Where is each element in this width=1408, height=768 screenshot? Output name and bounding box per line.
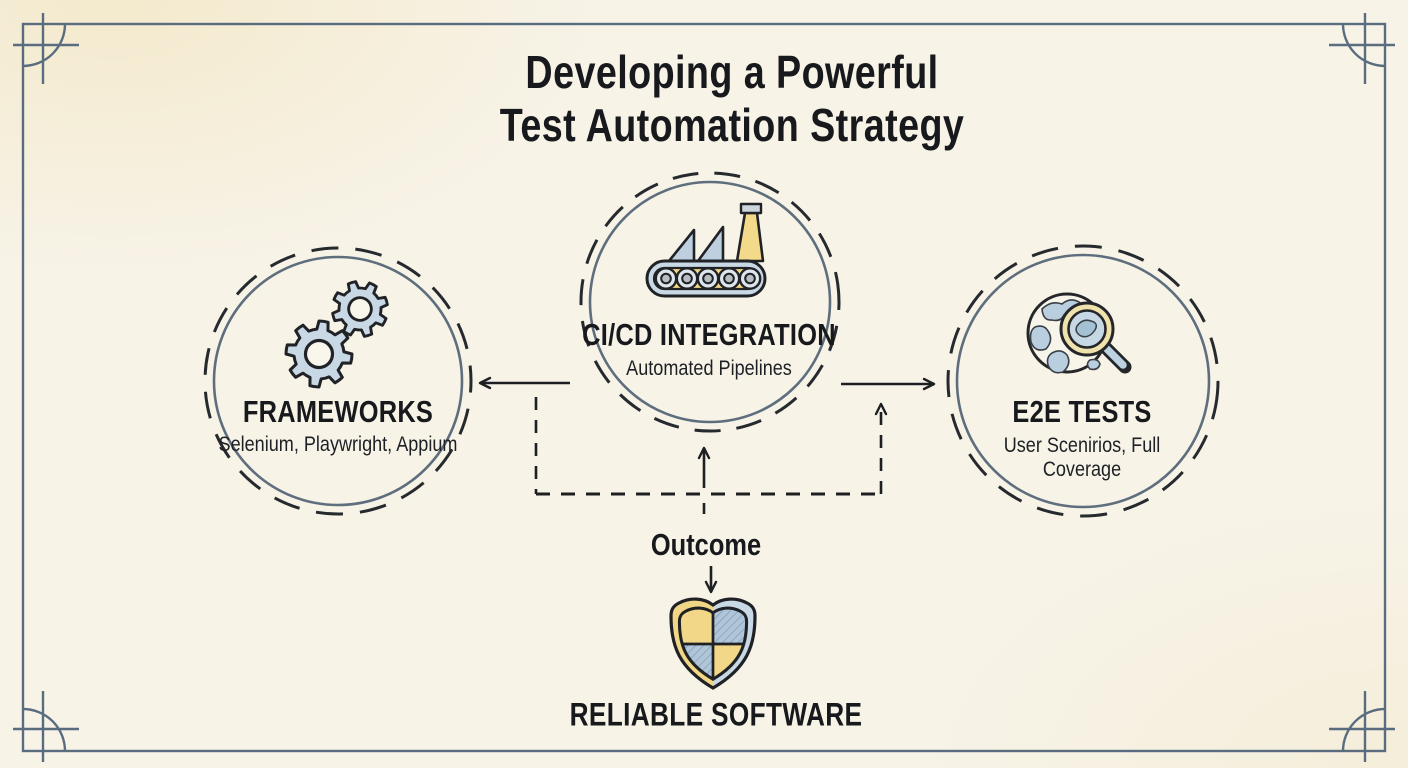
cicd-circle [579, 171, 841, 433]
frameworks-node-sublabel: Selenium, Playwright, Appium [218, 433, 458, 456]
cicd-node-label: CI/CD INTEGRATION [582, 317, 836, 352]
corner-mark-top-left [13, 13, 79, 84]
frame-border [13, 13, 1395, 762]
e2e-node-sublabel-line2: Coverage [1042, 458, 1122, 481]
outcome-label: Outcome [650, 527, 762, 562]
result-label: RELIABLE SOFTWARE [569, 696, 863, 733]
shield-icon [669, 597, 757, 690]
corner-mark-top-right [1329, 13, 1395, 84]
e2e-node-sublabel-line1: User Scenirios, Full [1003, 434, 1161, 457]
page-title-line1: Developing a Powerful [525, 46, 939, 98]
cicd-node-sublabel: Automated Pipelines [626, 357, 792, 380]
corner-mark-bottom-right [1329, 691, 1395, 762]
frameworks-circle [203, 246, 473, 516]
frameworks-node-label: FRAMEWORKS [242, 394, 434, 429]
gears-icon [284, 280, 389, 389]
e2e-node-label: E2E TESTS [1012, 394, 1152, 429]
page-title-line2: Test Automation Strategy [499, 99, 965, 151]
corner-mark-bottom-left [13, 691, 79, 762]
globe-magnifier-icon [1026, 292, 1132, 374]
e2e-circle [946, 244, 1220, 518]
conveyor-factory-icon [645, 202, 767, 298]
